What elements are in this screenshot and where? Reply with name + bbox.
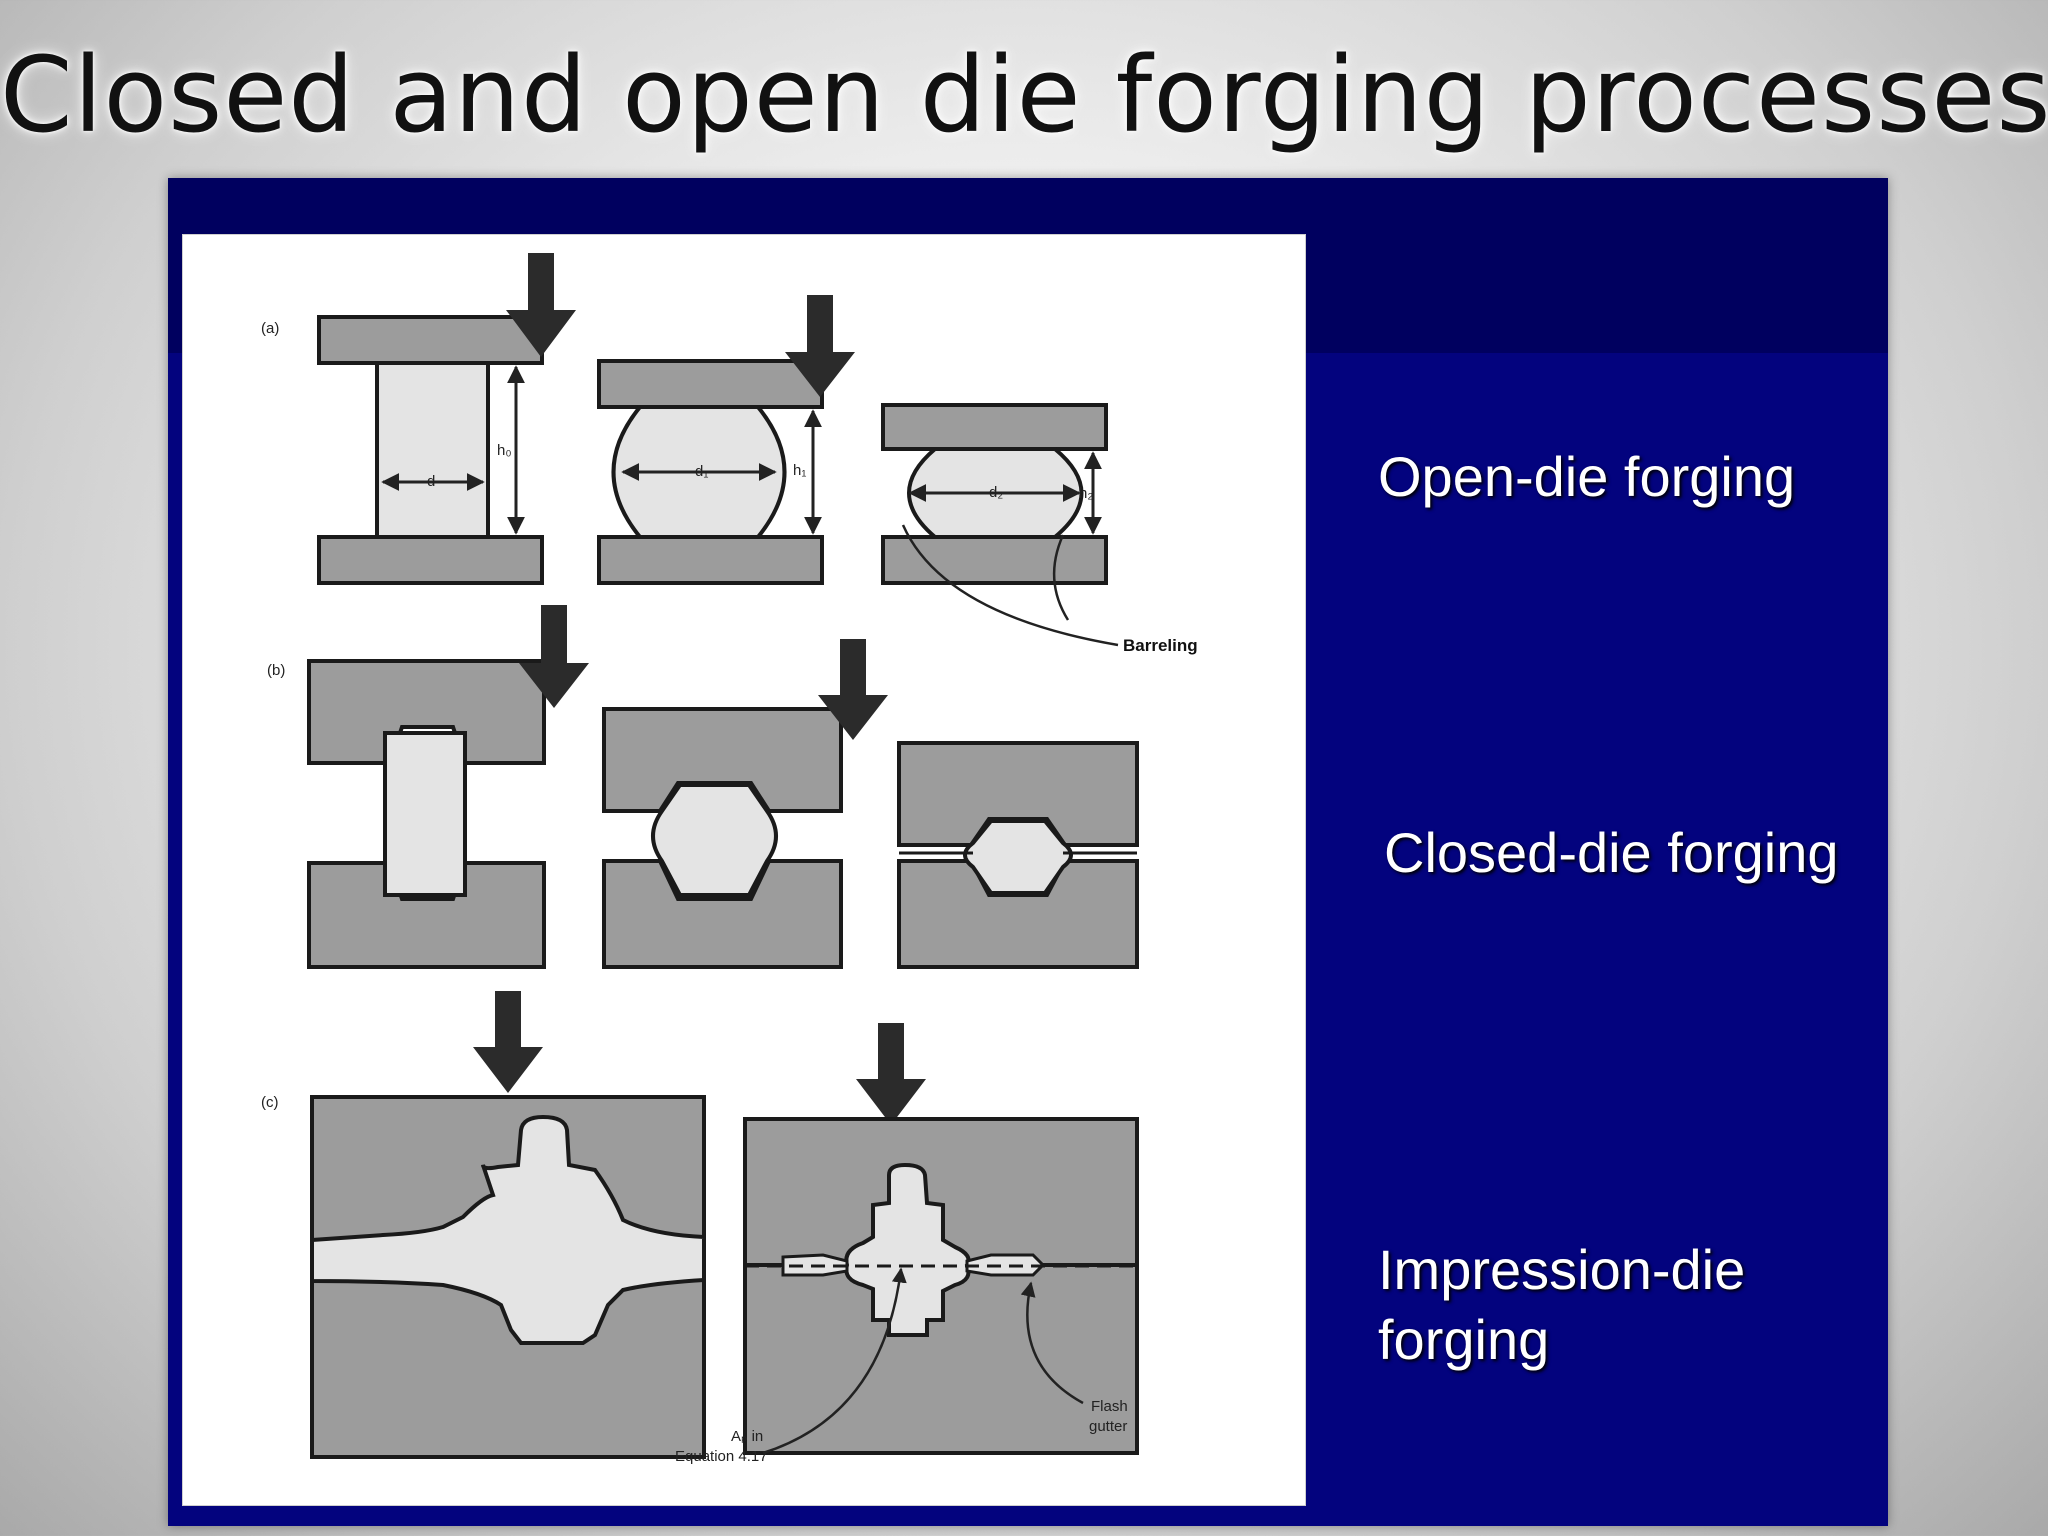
upper-die: [602, 707, 843, 813]
workpiece: [383, 731, 467, 897]
barreling-label: Barreling: [1123, 636, 1198, 655]
force-arrow-icon: [506, 253, 576, 357]
open-die-stage-2: d₁ h₁: [506, 253, 824, 585]
upper-die: [881, 403, 1108, 451]
force-arrow-icon: [519, 605, 589, 708]
row-a-label: (a): [261, 320, 279, 337]
dim-d-label: d: [427, 473, 435, 490]
dim-d2-label: d₂: [989, 484, 1003, 501]
closed-die-stage-2: [519, 605, 843, 969]
gutter-label: gutter: [1089, 1418, 1127, 1435]
row-b-label: (b): [267, 662, 285, 679]
dim-d1-label: d₁: [695, 463, 708, 480]
force-arrow-icon: [856, 1023, 926, 1125]
slide-title: Closed and open die forging processes: [0, 34, 2048, 156]
workpiece-forged: [844, 1162, 971, 1337]
force-arrow-icon: [473, 991, 543, 1093]
row-c-label: (c): [261, 1094, 279, 1111]
lower-die: [881, 535, 1108, 585]
upper-die: [897, 741, 1139, 847]
force-arrow-icon: [818, 639, 888, 740]
caption-open-die-forging: Open-die forging: [1378, 445, 1796, 508]
open-die-stage-1: d h₀: [317, 315, 544, 585]
workpiece-filling-cavity: [310, 1114, 706, 1345]
caption-impression-die-forging: Impression-die forging: [1378, 1238, 1746, 1371]
forging-diagram: (a) d h₀ d₁ h₁ d₂ h₂ Barreling (b): [261, 253, 1198, 1465]
workpiece: [963, 819, 1073, 895]
open-die-stage-3: d₂ h₂ Barreling: [785, 295, 1198, 655]
impression-die-stage-2: Aₚ in Equation 4.17 Flash gutter: [675, 1023, 1139, 1465]
flash-gutter-right: [965, 1253, 1046, 1277]
caption-closed-die-forging: Closed-die forging: [1384, 821, 1839, 884]
lower-die: [317, 535, 544, 585]
forging-figure: (a) d h₀ d₁ h₁ d₂ h₂ Barreling (b): [182, 234, 1306, 1506]
flash-label: Flash: [1091, 1398, 1128, 1415]
dim-h0-label: h₀: [497, 442, 512, 459]
lower-die: [597, 535, 824, 585]
force-arrow-icon: [785, 295, 855, 397]
equation-label: Equation 4.17: [675, 1448, 768, 1465]
ap-label: Aₚ in: [731, 1428, 763, 1445]
impression-die-stage-1: [310, 991, 706, 1459]
upper-die: [597, 359, 824, 409]
dim-h2-label: h₂: [1079, 485, 1093, 502]
workpiece: [651, 783, 778, 897]
closed-die-stage-3: [818, 639, 1139, 969]
workpiece: [375, 361, 490, 539]
closed-die-stage-1: [307, 659, 546, 969]
lower-die: [743, 1263, 1139, 1455]
dim-h1-label: h₁: [793, 462, 806, 479]
upper-die: [317, 315, 544, 365]
